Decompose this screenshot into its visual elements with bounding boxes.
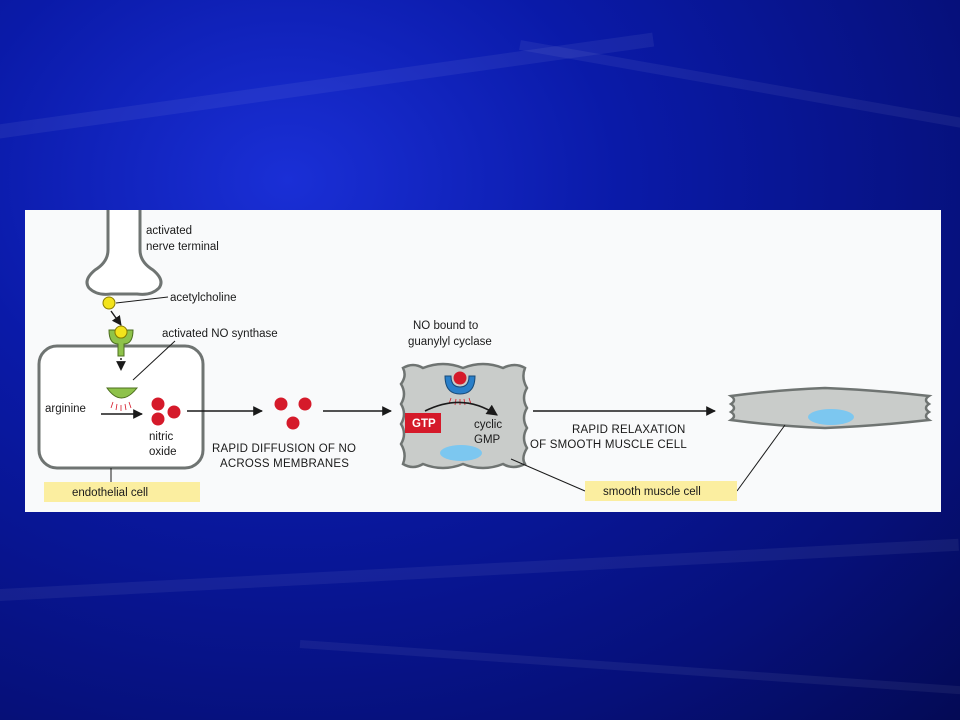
- nitric-oxide-molecule: [298, 397, 312, 411]
- smooth-muscle-cell-relaxed: [727, 386, 933, 430]
- nitric-oxide-molecule: [151, 397, 165, 411]
- background-streak: [0, 538, 959, 602]
- nitric-oxide-molecule: [286, 416, 300, 430]
- relaxation-caption-line1: RAPID RELAXATION: [572, 424, 686, 436]
- nitric-oxide-label-line1: nitric: [149, 431, 174, 443]
- diffusion-caption-line2: ACROSS MEMBRANES: [220, 458, 349, 470]
- arginine-label: arginine: [45, 403, 86, 415]
- nitric-oxide-molecule: [274, 397, 288, 411]
- nitric-oxide-molecule-bound: [453, 371, 467, 385]
- relaxation-caption-line2: OF SMOOTH MUSCLE CELL: [530, 439, 687, 451]
- diagram-canvas: activated nerve terminal acetylcholine a…: [37, 210, 933, 502]
- nitric-oxide-signaling-figure: activated nerve terminal acetylcholine a…: [25, 210, 941, 512]
- gtp-box: [405, 413, 441, 433]
- nitric-oxide-molecule: [167, 405, 181, 419]
- no-bound-label-line1: NO bound to: [413, 320, 478, 332]
- endothelial-cell-label: endothelial cell: [72, 487, 148, 499]
- background-streak: [299, 640, 960, 697]
- gmp-label: GMP: [474, 434, 501, 446]
- nitric-oxide-label-line2: oxide: [149, 446, 177, 458]
- nerve-terminal: [85, 210, 163, 296]
- gtp-label: GTP: [412, 418, 436, 430]
- guanylyl-cyclase: [444, 375, 476, 395]
- nucleus-relaxed: [808, 409, 854, 425]
- synthase-activity-rays: [110, 401, 132, 411]
- smooth-muscle-cell-label-box: [585, 481, 737, 501]
- nucleus-contracted: [440, 445, 482, 461]
- nerve-terminal-label-line1: activated: [146, 225, 192, 237]
- smooth-muscle-cell-contracted: [399, 362, 529, 470]
- no-synthase-label: activated NO synthase: [162, 328, 278, 340]
- acetylcholine-molecule-bound: [114, 325, 128, 339]
- smooth-muscle-cell-label: smooth muscle cell: [603, 486, 701, 498]
- cyclic-label: cyclic: [474, 419, 502, 431]
- nerve-terminal-label-line2: nerve terminal: [146, 241, 219, 253]
- endothelial-cell-label-box: [44, 482, 200, 502]
- nitric-oxide-molecule: [151, 412, 165, 426]
- acetylcholine-molecule: [102, 296, 116, 310]
- diffusion-caption-line1: RAPID DIFFUSION OF NO: [212, 443, 356, 455]
- background-streak: [519, 40, 960, 141]
- acetylcholine-label: acetylcholine: [170, 292, 236, 304]
- no-synthase: [106, 387, 139, 399]
- no-bound-label-line2: guanylyl cyclase: [408, 336, 492, 348]
